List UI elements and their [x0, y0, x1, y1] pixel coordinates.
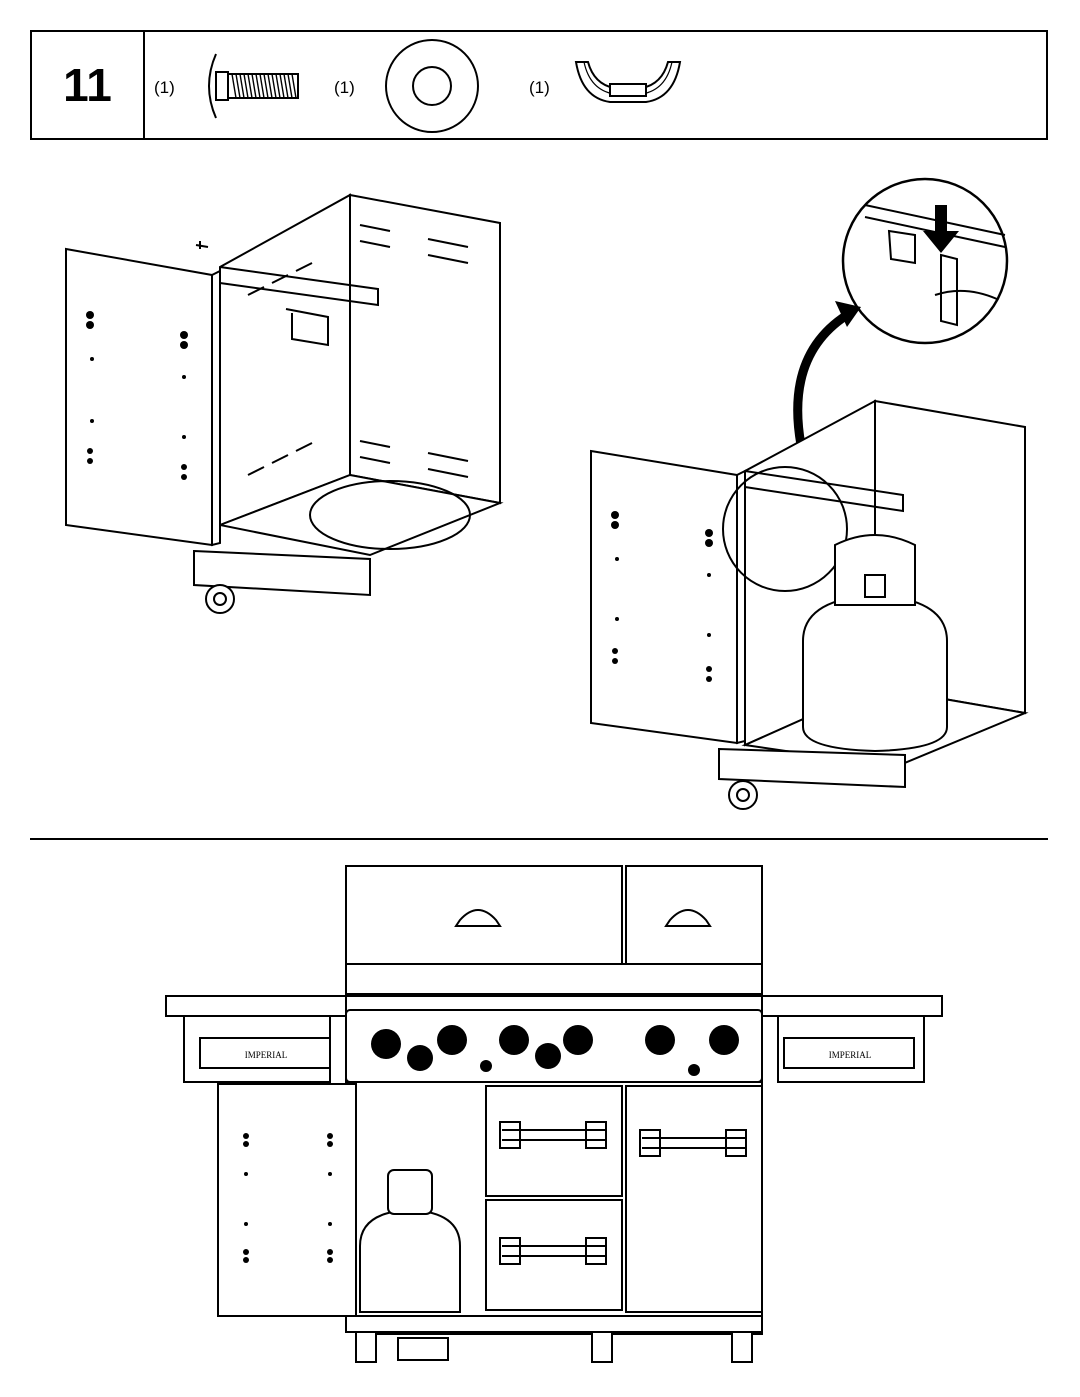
wing-nut-icon — [574, 61, 682, 103]
grill-front-view: IMPERIAL IMPERIAL — [165, 865, 943, 1363]
propane-tank — [802, 534, 948, 753]
detail-callout — [841, 177, 1009, 345]
step-number: 11 — [63, 59, 112, 111]
brand-plate-right: IMPERIAL — [829, 1050, 872, 1060]
brand-plate-left: IMPERIAL — [245, 1050, 288, 1060]
part-qty-washer: (1) — [334, 78, 355, 97]
step-number-cell: 11 — [32, 32, 145, 138]
curved-arrow-icon — [835, 301, 861, 327]
section-divider — [30, 838, 1048, 840]
washer-icon — [385, 39, 479, 133]
down-arrow-icon — [923, 205, 959, 253]
part-qty-bolt: (1) — [154, 78, 175, 97]
carriage-bolt-icon — [208, 53, 299, 119]
tank-install-illustration — [590, 177, 1029, 810]
step-header: 11 (1) (1) (1) — [30, 30, 1048, 140]
cart-cabinet-illustration — [65, 193, 504, 614]
part-qty-wingnut: (1) — [529, 78, 550, 97]
